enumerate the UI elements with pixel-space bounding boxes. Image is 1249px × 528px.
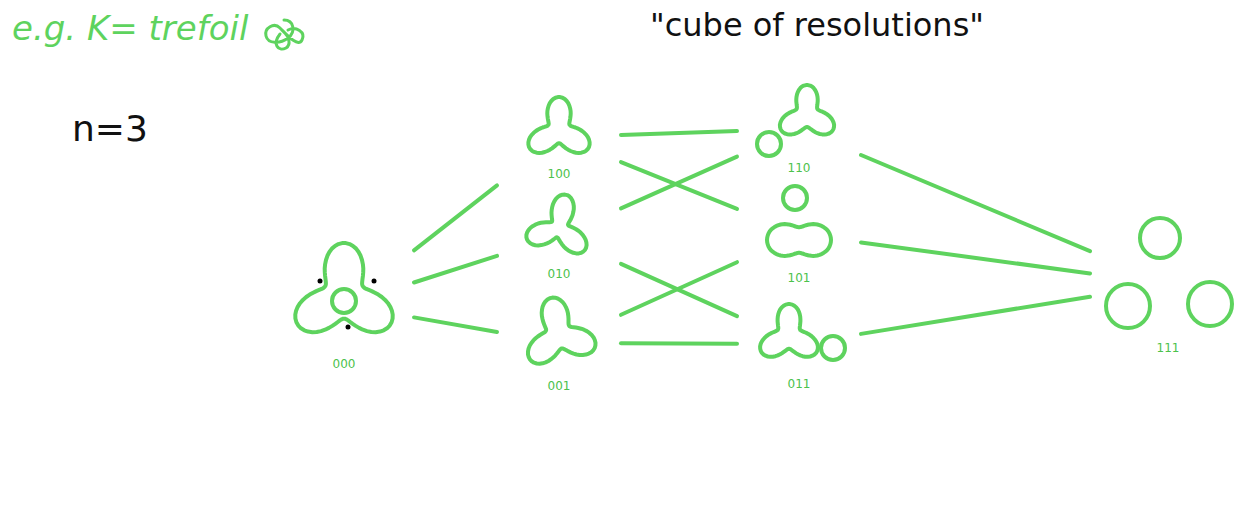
state-label: 111: [1098, 340, 1238, 356]
resolution-picture: [745, 82, 853, 160]
resolution-node: 001: [505, 292, 613, 394]
state-label: 000: [282, 356, 406, 372]
resolution-node: 111: [1098, 212, 1238, 356]
cube-edge: [861, 155, 1090, 251]
resolution-node: 101: [745, 182, 853, 286]
state-label: 001: [505, 378, 613, 394]
resolution-picture: [505, 92, 613, 166]
resolution-picture: [1098, 212, 1238, 340]
cube-edge: [414, 185, 497, 250]
resolution-node: 110: [745, 82, 853, 176]
cube-edge: [861, 297, 1090, 334]
resolution-picture: [505, 292, 613, 378]
cube-edge: [621, 157, 737, 209]
resolution-picture: [745, 296, 853, 376]
trefoil-icon: [258, 14, 310, 56]
handwritten-label: "cube of resolutions": [650, 6, 984, 44]
resolution-node: 011: [745, 296, 853, 392]
state-label: 101: [745, 270, 853, 286]
cube-edge: [414, 317, 497, 332]
cube-edge: [414, 256, 497, 283]
cube-edge: [861, 242, 1090, 273]
handwritten-label: e.g. K= trefoil: [12, 8, 248, 48]
handwritten-label: n=3: [72, 108, 148, 149]
resolution-node: 100: [505, 92, 613, 182]
state-label: 011: [745, 376, 853, 392]
cube-edge: [621, 341, 737, 345]
resolution-picture: [505, 190, 613, 266]
resolution-node: 000: [282, 238, 406, 372]
resolution-picture: [282, 238, 406, 356]
resolution-node: 010: [505, 190, 613, 282]
cube-edge: [621, 131, 737, 135]
resolution-picture: [745, 182, 853, 270]
cube-edge: [621, 262, 737, 315]
state-label: 010: [505, 266, 613, 282]
state-label: 100: [505, 166, 613, 182]
state-label: 110: [745, 160, 853, 176]
